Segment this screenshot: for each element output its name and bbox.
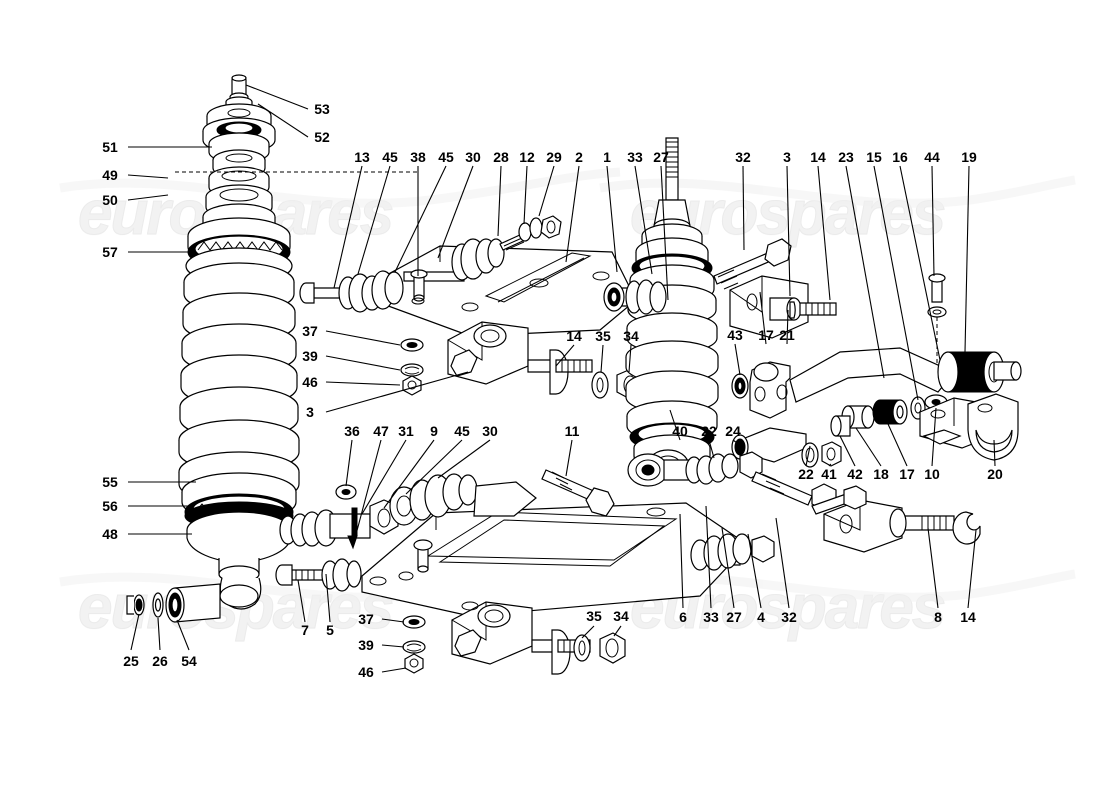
callout-8: 8 (934, 609, 942, 625)
callout-14a: 14 (810, 149, 826, 165)
callout-48: 48 (102, 526, 118, 542)
callout-26: 26 (152, 653, 168, 669)
callout-46b: 46 (358, 664, 374, 680)
callout-24: 24 (725, 423, 741, 439)
callout-33b: 33 (703, 609, 719, 625)
callout-57: 57 (102, 244, 118, 260)
callout-25: 25 (123, 653, 139, 669)
callout-30b: 30 (482, 423, 498, 439)
callout-3b: 3 (306, 404, 314, 420)
callout-6: 6 (679, 609, 687, 625)
lower-control-arm-assembly (275, 451, 981, 675)
callout-44: 44 (924, 149, 940, 165)
callout-37a: 37 (302, 323, 318, 339)
callout-39a: 39 (302, 348, 318, 364)
callout-45a: 45 (382, 149, 398, 165)
callout-27a: 27 (653, 149, 669, 165)
bushing-stack-mid (451, 238, 505, 281)
callout-35a: 35 (595, 328, 611, 344)
callout-14b: 14 (566, 328, 582, 344)
callout-45c: 45 (454, 423, 470, 439)
callout-30a: 30 (465, 149, 481, 165)
callout-36: 36 (344, 423, 360, 439)
callout-43: 43 (727, 327, 743, 343)
callout-31: 31 (398, 423, 414, 439)
callout-34b: 34 (613, 608, 629, 624)
callout-55: 55 (102, 474, 118, 490)
callout-23: 23 (838, 149, 854, 165)
callout-47: 47 (373, 423, 389, 439)
callout-22b: 22 (798, 466, 814, 482)
callout-41: 41 (821, 466, 837, 482)
callout-5: 5 (326, 622, 334, 638)
callout-28: 28 (493, 149, 509, 165)
callout-leader-lines (127, 84, 996, 673)
callout-21: 21 (779, 327, 795, 343)
callout-39b: 39 (358, 637, 374, 653)
bushing-stack-left (338, 270, 404, 313)
callout-46a: 46 (302, 374, 318, 390)
callout-2: 2 (575, 149, 583, 165)
callout-37b: 37 (358, 611, 374, 627)
callout-51: 51 (102, 139, 118, 155)
callout-40: 40 (672, 423, 688, 439)
mounting-bracket-upper (713, 238, 1022, 468)
callout-13: 13 (354, 149, 370, 165)
callout-49: 49 (102, 167, 118, 183)
callout-16: 16 (892, 149, 908, 165)
callout-4: 4 (757, 609, 765, 625)
callout-56: 56 (102, 498, 118, 514)
callout-15: 15 (866, 149, 882, 165)
callout-38: 38 (410, 149, 426, 165)
callout-12: 12 (519, 149, 535, 165)
callout-45b: 45 (438, 149, 454, 165)
callout-11: 11 (564, 423, 580, 439)
callout-7: 7 (301, 622, 309, 638)
callout-32a: 32 (735, 149, 751, 165)
left-shock-absorber-assembly (126, 74, 300, 623)
callout-29: 29 (546, 149, 562, 165)
callout-18: 18 (873, 466, 889, 482)
callout-1: 1 (603, 149, 611, 165)
callout-34a: 34 (623, 328, 639, 344)
callout-20: 20 (987, 466, 1003, 482)
callout-32b: 32 (781, 609, 797, 625)
callout-10: 10 (924, 466, 940, 482)
callout-33a: 33 (627, 149, 643, 165)
callout-54: 54 (181, 653, 197, 669)
callout-17b: 17 (899, 466, 915, 482)
callout-50: 50 (102, 192, 118, 208)
callout-42: 42 (847, 466, 863, 482)
callout-35b: 35 (586, 608, 602, 624)
coil-spring (178, 262, 300, 522)
callout-27b: 27 (726, 609, 742, 625)
callout-19: 19 (961, 149, 977, 165)
callout-53: 53 (314, 101, 330, 117)
callout-3a: 3 (783, 149, 791, 165)
upper-control-arm-assembly (299, 215, 644, 400)
callout-22a: 22 (701, 423, 717, 439)
callout-14c: 14 (960, 609, 976, 625)
callout-52: 52 (314, 129, 330, 145)
callout-17a: 17 (758, 327, 774, 343)
callout-9: 9 (430, 423, 438, 439)
